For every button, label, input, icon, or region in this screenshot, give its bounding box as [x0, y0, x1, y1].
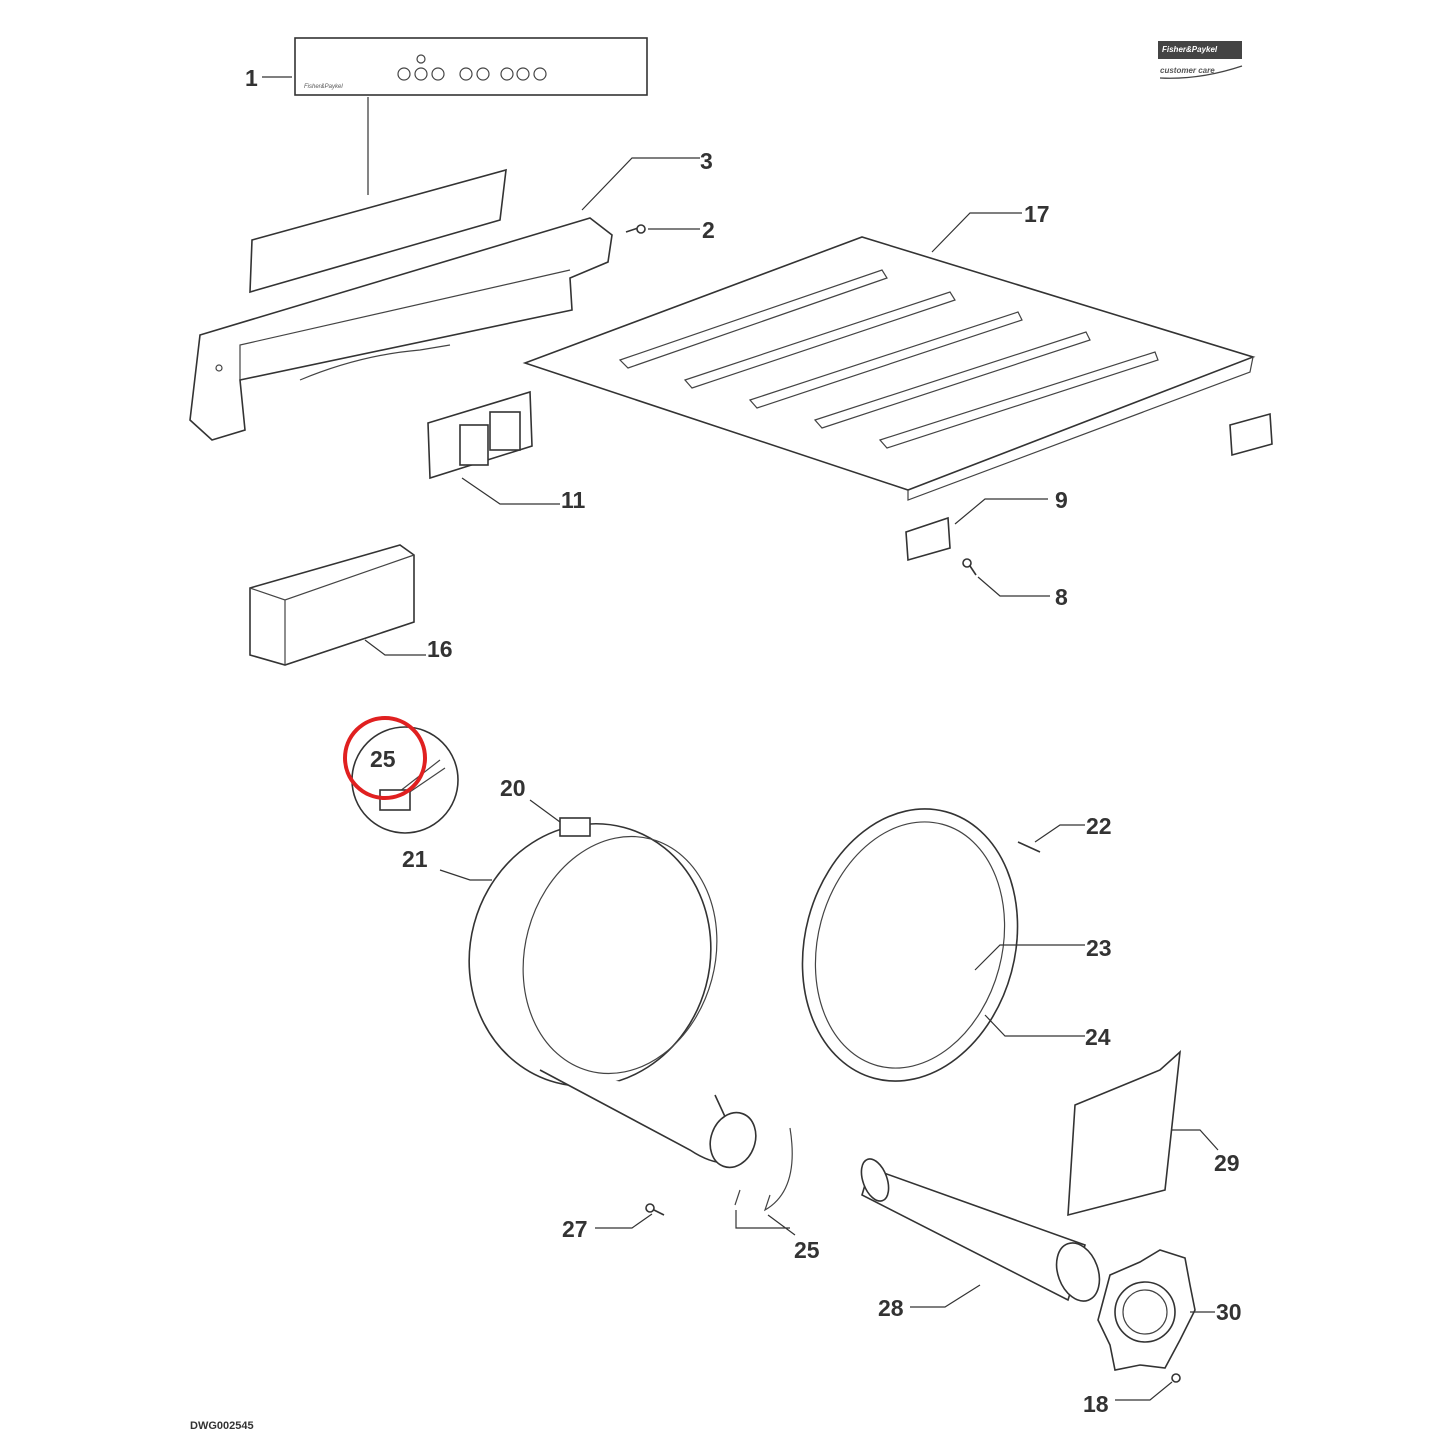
- callout-30: 30: [1216, 1299, 1242, 1325]
- part-25-wire-harness[interactable]: [734, 1127, 793, 1212]
- callout-2: 2: [702, 217, 715, 243]
- callout-20: 20: [500, 775, 526, 801]
- callout-27: 27: [562, 1216, 588, 1242]
- callout-18: 18: [1083, 1391, 1109, 1417]
- callout-25: 25: [794, 1237, 820, 1263]
- callout-29: 29: [1214, 1150, 1240, 1176]
- part-29-duct[interactable]: [1067, 1050, 1182, 1217]
- inset-detail-25: [351, 726, 459, 834]
- highlight-circle: [343, 716, 427, 800]
- part-21-front-bulkhead[interactable]: [440, 796, 763, 1173]
- callout-17: 17: [1024, 201, 1050, 227]
- part-3-console[interactable]: [189, 217, 613, 441]
- part-17-top-lid[interactable]: [522, 236, 1256, 501]
- part-24-seal-ring[interactable]: [773, 785, 1047, 1106]
- logo-brand: Fisher&Paykel: [1162, 45, 1218, 54]
- part-18-screw[interactable]: [1171, 1373, 1181, 1383]
- callout-22: 22: [1086, 813, 1112, 839]
- callout-1: 1: [245, 65, 258, 91]
- callout-3: 3: [700, 148, 713, 174]
- callout-25-highlighted: 25: [370, 746, 396, 772]
- part-30-flange[interactable]: [1097, 1249, 1196, 1371]
- part-9-bracket[interactable]: [905, 516, 951, 562]
- part-16-filter-box[interactable]: [249, 544, 415, 666]
- part-22-screw[interactable]: [1017, 841, 1041, 853]
- callout-9: 9: [1055, 487, 1068, 513]
- part-11-control-board[interactable]: [427, 390, 533, 480]
- part-28-heater-tube[interactable]: [856, 1155, 1107, 1307]
- callout-21: 21: [402, 846, 428, 872]
- callout-8: 8: [1055, 584, 1068, 610]
- panel-brand: Fisher&Paykel: [304, 84, 343, 90]
- display-window[interactable]: [249, 168, 507, 294]
- brand-logo: Fisher&Paykel customer care: [1158, 41, 1243, 79]
- callout-24: 24: [1085, 1024, 1111, 1050]
- part-20-clip[interactable]: [559, 817, 591, 837]
- callout-28: 28: [878, 1295, 904, 1321]
- callout-16: 16: [427, 636, 453, 662]
- part-1-fascia[interactable]: Fisher&Paykel: [294, 37, 648, 96]
- logo-subtitle: customer care: [1160, 66, 1215, 75]
- bracket-right[interactable]: [1229, 412, 1273, 457]
- drawing-number: DWG002545: [190, 1420, 254, 1432]
- callout-11: 11: [561, 487, 586, 513]
- part-27-screw[interactable]: [645, 1203, 665, 1216]
- part-2-screw[interactable]: [625, 224, 646, 234]
- callout-23: 23: [1086, 935, 1112, 961]
- part-8-screw[interactable]: [962, 558, 977, 576]
